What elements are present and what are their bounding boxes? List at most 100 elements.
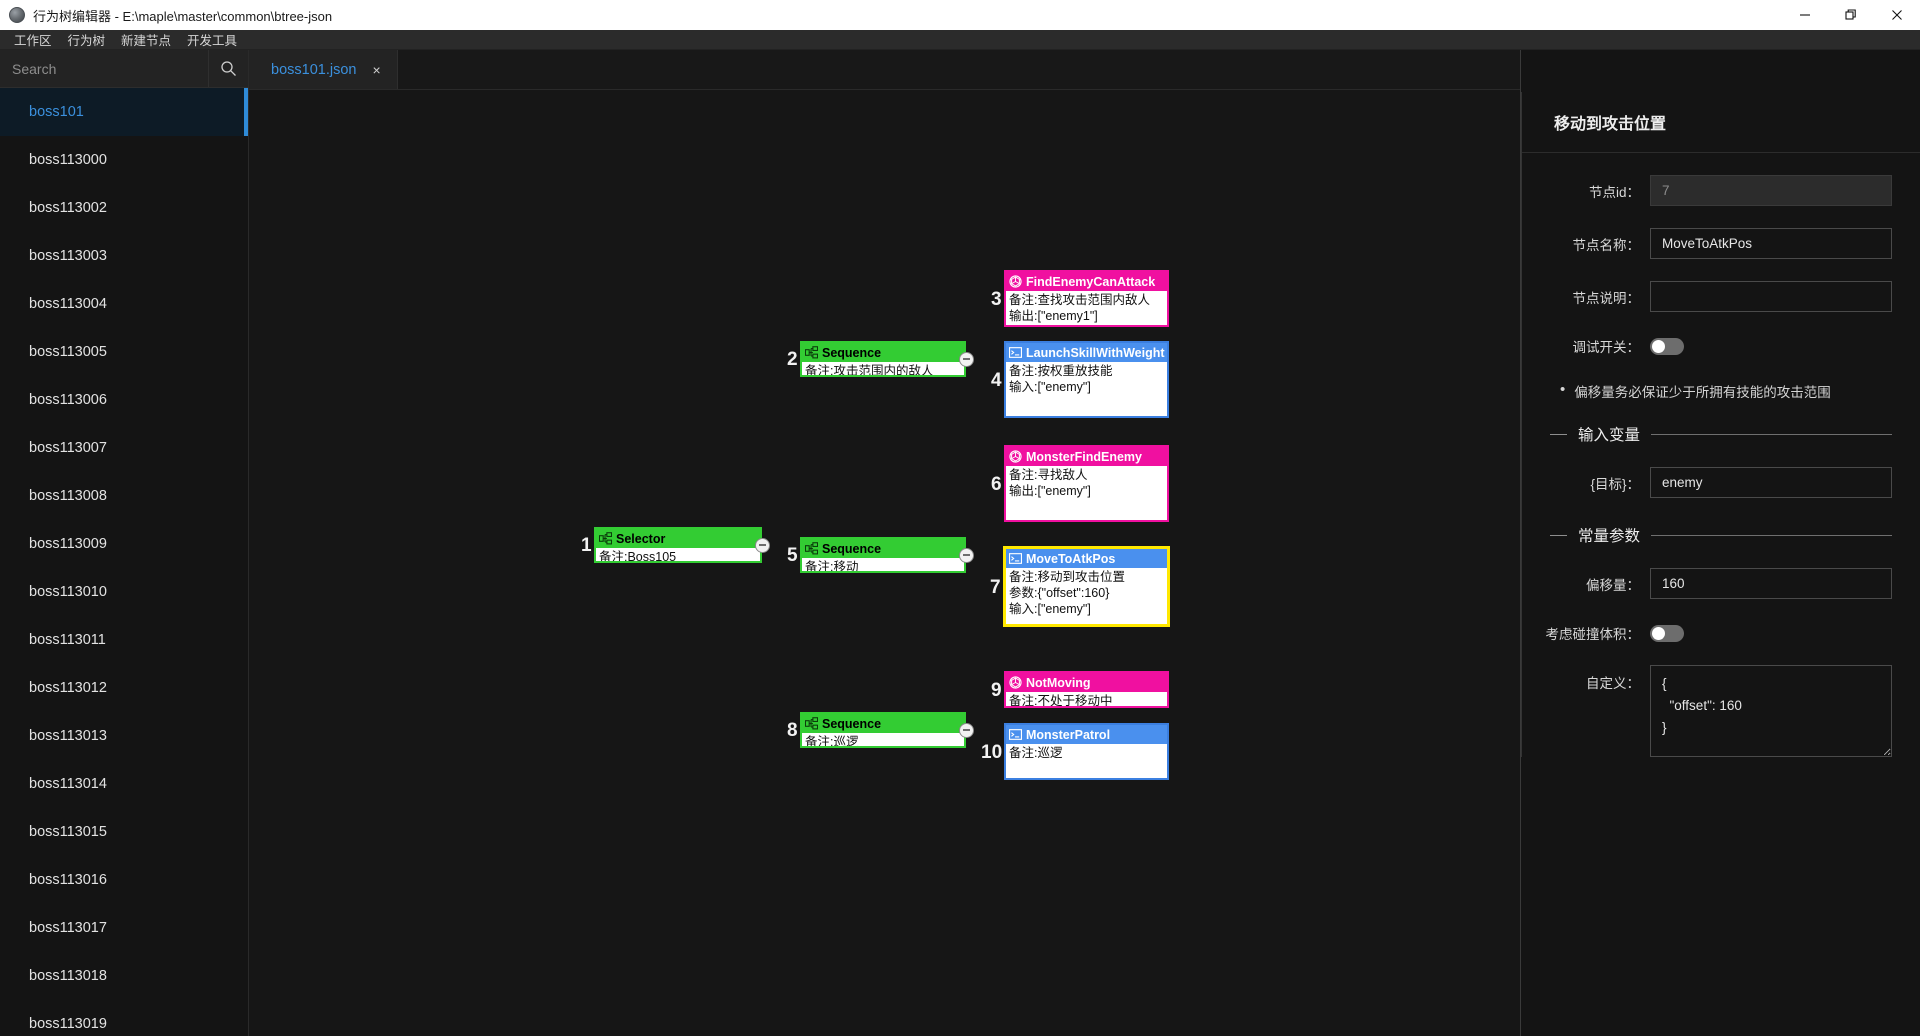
- sidebar-item-boss113015[interactable]: boss113015: [0, 808, 248, 856]
- sidebar-item-boss113017[interactable]: boss113017: [0, 904, 248, 952]
- sidebar-item-boss113018[interactable]: boss113018: [0, 952, 248, 1000]
- sidebar-item-boss113003[interactable]: boss113003: [0, 232, 248, 280]
- sidebar-item-boss113005[interactable]: boss113005: [0, 328, 248, 376]
- minimize-icon[interactable]: [1782, 0, 1828, 30]
- close-icon[interactable]: [1874, 0, 1920, 30]
- node-line: 备注:巡逻: [805, 735, 859, 748]
- tab-close-icon[interactable]: ×: [372, 61, 381, 78]
- node-body: 备注:不处于移动中: [1006, 692, 1167, 706]
- menu-item-0[interactable]: 工作区: [14, 34, 52, 48]
- condition-icon: [1009, 450, 1022, 463]
- node-number: 6: [991, 473, 1002, 495]
- node-number: 7: [990, 576, 1001, 598]
- window-title: 行为树编辑器 - E:\maple\master\common\btree-js…: [33, 8, 333, 24]
- sidebar-item-label: boss113017: [29, 920, 107, 936]
- inspector-panel: 移动到攻击位置 节点id： 节点名称： 节点说明： 调试开关： • 偏移量务必保…: [1520, 50, 1920, 1036]
- node-output-port[interactable]: [959, 722, 974, 738]
- node-line: 备注:移动到攻击位置: [1009, 570, 1125, 584]
- menu-bar: 工作区 行为树 新建节点 开发工具: [0, 30, 1920, 50]
- section-rule: [1651, 433, 1892, 435]
- node-line: 备注:攻击范围内的敌人: [805, 364, 934, 377]
- window-controls: [1782, 0, 1920, 30]
- sidebar-item-label: boss113003: [29, 248, 107, 264]
- sidebar-item-boss113008[interactable]: boss113008: [0, 472, 248, 520]
- node-number: 4: [991, 369, 1002, 391]
- sidebar-item-boss101[interactable]: boss101: [0, 88, 248, 136]
- collision-toggle[interactable]: [1650, 624, 1684, 642]
- node-output-port[interactable]: [959, 351, 974, 367]
- menu-item-1[interactable]: 行为树: [67, 34, 106, 48]
- node-header: Sequence: [802, 714, 964, 733]
- sidebar-item-boss113012[interactable]: boss113012: [0, 664, 248, 712]
- node-number: 8: [787, 720, 798, 741]
- sidebar-item-boss113013[interactable]: boss113013: [0, 712, 248, 760]
- field-offset: 偏移量：: [1522, 568, 1920, 599]
- field-node-name: 节点名称：: [1522, 228, 1920, 259]
- node-desc-input[interactable]: [1650, 281, 1892, 312]
- node-line: 备注:巡逻: [1009, 746, 1063, 760]
- graph-node-Sequence[interactable]: Sequence 备注:移动: [800, 537, 966, 573]
- target-input[interactable]: [1650, 467, 1892, 498]
- node-output-port[interactable]: [959, 547, 974, 563]
- inspector-note-text: 偏移量务必保证少于所拥有技能的攻击范围: [1574, 385, 1831, 400]
- node-number: 5: [787, 545, 798, 566]
- field-target: {目标}：: [1522, 467, 1920, 498]
- node-line: 输入:["enemy"]: [1009, 602, 1091, 616]
- sidebar-item-boss113007[interactable]: boss113007: [0, 424, 248, 472]
- sidebar-item-boss113009[interactable]: boss113009: [0, 520, 248, 568]
- node-type-label: Sequence: [822, 541, 882, 556]
- action-icon: [1009, 728, 1022, 741]
- graph-node-Sequence[interactable]: Sequence 备注:巡逻: [800, 712, 966, 748]
- inspector-note: • 偏移量务必保证少于所拥有技能的攻击范围: [1560, 381, 1892, 401]
- sidebar-item-boss113011[interactable]: boss113011: [0, 616, 248, 664]
- menu-item-3[interactable]: 开发工具: [187, 34, 238, 48]
- search-row: [0, 50, 248, 88]
- tab-boss101.json[interactable]: boss101.json ×: [249, 50, 398, 89]
- debug-toggle[interactable]: [1650, 337, 1684, 355]
- search-icon[interactable]: [208, 50, 248, 87]
- field-node-id: 节点id：: [1522, 175, 1920, 206]
- section-const-params: 常量参数: [1550, 524, 1892, 546]
- node-body: 备注:移动到攻击位置参数:{"offset":160}输入:["enemy"]: [1006, 568, 1167, 620]
- node-name-input[interactable]: [1650, 228, 1892, 259]
- field-debug-toggle: 调试开关：: [1522, 336, 1920, 356]
- node-output-port[interactable]: [755, 537, 770, 553]
- section-const-params-title: 常量参数: [1578, 528, 1641, 545]
- sidebar-item-boss113019[interactable]: boss113019: [0, 1000, 248, 1036]
- node-id-input[interactable]: [1650, 175, 1892, 206]
- node-body: 备注:移动: [802, 558, 964, 571]
- condition-icon: [1009, 275, 1022, 288]
- sidebar-item-label: boss113004: [29, 296, 107, 312]
- maximize-icon[interactable]: [1828, 0, 1874, 30]
- action-icon: [1009, 552, 1022, 565]
- field-debug-label: 调试开关：: [1572, 340, 1641, 355]
- sidebar-item-boss113000[interactable]: boss113000: [0, 136, 248, 184]
- node-number: 1: [581, 535, 592, 556]
- tab-label: boss101.json: [271, 61, 357, 78]
- search-input[interactable]: [0, 50, 208, 87]
- node-body: 备注:按权重放技能输入:["enemy"]: [1006, 362, 1167, 398]
- sidebar-item-boss113016[interactable]: boss113016: [0, 856, 248, 904]
- custom-json-textarea[interactable]: { "offset": 160 }: [1650, 665, 1892, 757]
- sidebar-item-boss113010[interactable]: boss113010: [0, 568, 248, 616]
- sidebar-item-boss113006[interactable]: boss113006: [0, 376, 248, 424]
- node-header: NotMoving: [1006, 673, 1167, 692]
- sidebar-item-boss113004[interactable]: boss113004: [0, 280, 248, 328]
- sidebar-item-label: boss113019: [29, 1016, 107, 1032]
- sidebar-item-boss113014[interactable]: boss113014: [0, 760, 248, 808]
- field-custom: 自定义： { "offset": 160 }: [1522, 665, 1920, 757]
- menu-item-2[interactable]: 新建节点: [121, 34, 172, 48]
- sidebar-item-boss113002[interactable]: boss113002: [0, 184, 248, 232]
- offset-input[interactable]: [1650, 568, 1892, 599]
- node-header: MoveToAtkPos: [1006, 549, 1167, 568]
